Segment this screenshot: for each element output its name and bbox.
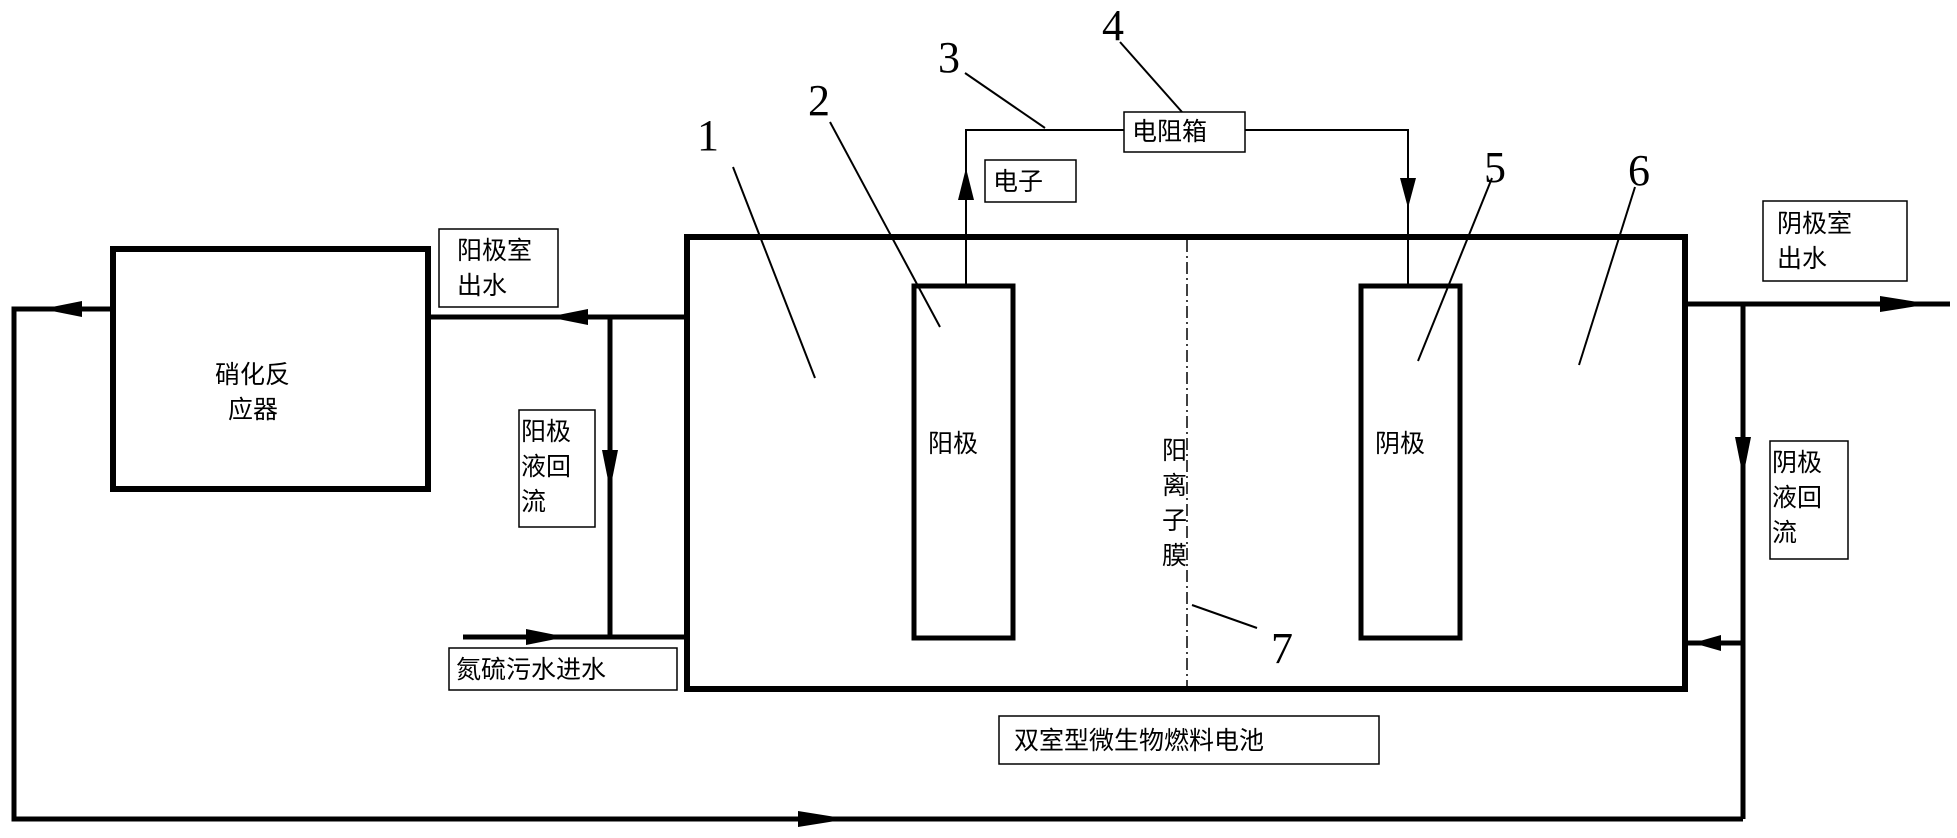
callout-2-leader [829, 121, 941, 328]
anode-return-label-line3: 流 [521, 487, 546, 516]
influent-label-box [448, 647, 678, 691]
callout-7: 7 [1271, 624, 1293, 673]
cathode-return-arrow [1735, 437, 1751, 477]
cathode-outflow-label-line1: 阴极室 [1777, 209, 1852, 238]
anode-outflow-label-line2: 出水 [457, 271, 507, 300]
callout-6-leader [1578, 186, 1636, 366]
anode-return-label-line1: 阳极 [521, 417, 571, 446]
cathode-return-label-box [1769, 440, 1849, 560]
reactor-label-line2: 应器 [228, 395, 278, 424]
electron-arrow-up [958, 168, 974, 200]
callout-5: 5 [1484, 143, 1506, 192]
membrane-label-char-2: 离 [1162, 471, 1187, 500]
callout-3-leader [964, 72, 1046, 129]
recirculation-bottom-arrow [798, 811, 848, 827]
membrane-label-char-1: 阳 [1162, 436, 1187, 465]
nitrification-reactor-box [110, 246, 431, 492]
resistor-box-label: 电阻箱 [1132, 117, 1207, 146]
cathode-return-label-line3: 流 [1772, 518, 1797, 547]
anode-return-label-line2: 液回 [521, 452, 571, 481]
recirculation-top-arrow [42, 301, 82, 317]
cathode-outflow-label-line2: 出水 [1777, 244, 1827, 273]
anode-outflow-arrow [548, 309, 588, 325]
callout-5-leader [1417, 177, 1493, 362]
callout-1: 1 [697, 111, 719, 160]
electron-label: 电子 [993, 167, 1043, 196]
electron-label-box [984, 159, 1077, 203]
anode-label: 阳极 [928, 429, 978, 458]
cathode-label: 阴极 [1375, 429, 1425, 458]
callout-7-leader [1191, 604, 1258, 629]
resistor-box [1123, 111, 1246, 153]
anode-return-label-box [518, 409, 596, 528]
membrane-label-char-4: 膜 [1162, 541, 1187, 570]
cathode-outflow-arrow [1880, 296, 1930, 312]
callout-3: 3 [938, 33, 960, 82]
influent-arrow [526, 629, 566, 645]
mfc-body [684, 234, 1688, 692]
mfc-label-box [998, 715, 1380, 765]
cathode-return-label-line1: 阴极 [1772, 448, 1822, 477]
circuit-wire-left [965, 129, 1124, 286]
anode-electrode [911, 283, 1016, 641]
cathode-arrow-down [1400, 178, 1416, 208]
cathode-outflow-label-box [1762, 200, 1908, 282]
callout-2: 2 [808, 76, 830, 125]
anode-return-arrow [602, 450, 618, 490]
influent-label: 氮硫污水进水 [456, 655, 606, 684]
callout-1-leader [732, 166, 816, 379]
cathode-return-label-line2: 液回 [1772, 483, 1822, 512]
cathode-electrode [1358, 283, 1463, 641]
cathode-return-inlet-arrow [1693, 635, 1721, 651]
mfc-label: 双室型微生物燃料电池 [1014, 726, 1264, 755]
circuit-wire-right [1245, 129, 1409, 286]
reactor-label-line1: 硝化反 [215, 360, 290, 389]
anode-outflow-label-line1: 阳极室 [457, 236, 532, 265]
membrane-label-char-3: 子 [1162, 506, 1187, 535]
callout-4-leader [1119, 41, 1183, 113]
anode-outflow-label-box [438, 228, 559, 308]
callout-4: 4 [1102, 1, 1124, 50]
callout-6: 6 [1628, 146, 1650, 195]
